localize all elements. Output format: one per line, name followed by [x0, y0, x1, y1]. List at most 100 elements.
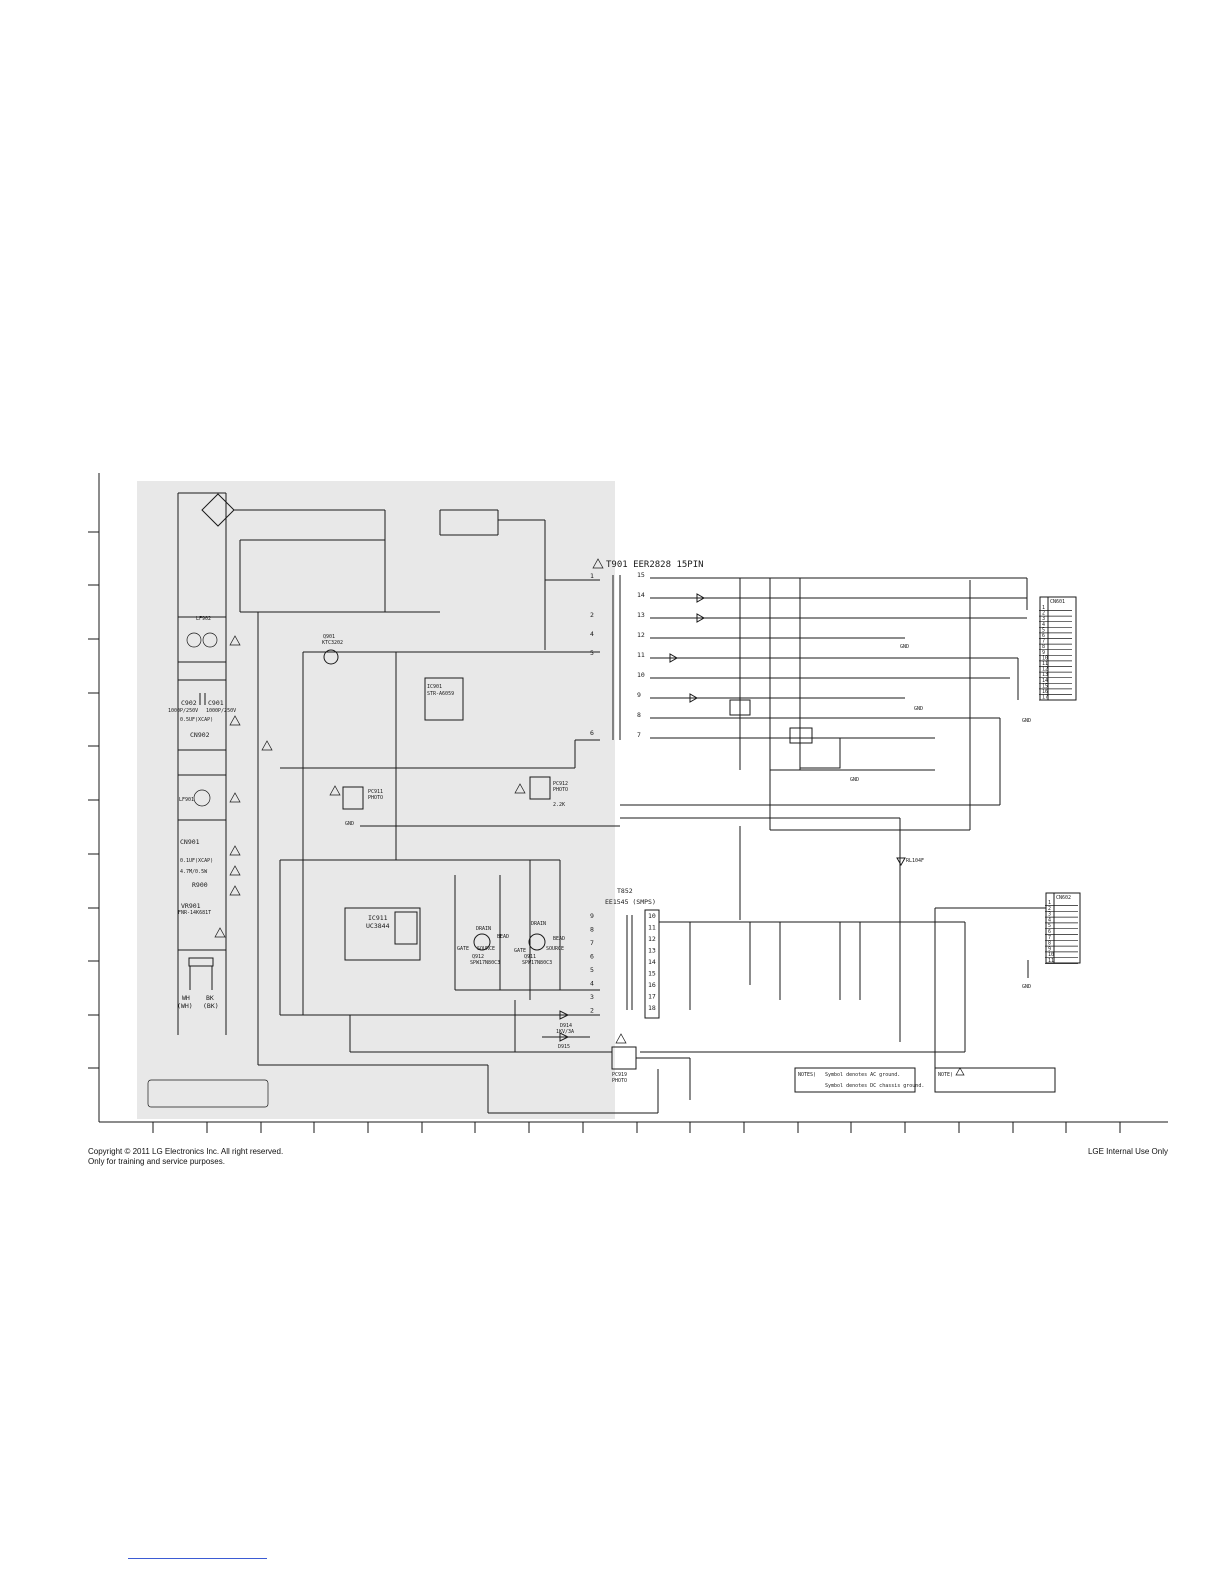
cn601-pin-5: 5 [1042, 627, 1045, 633]
ic911-ref: IC911 [368, 914, 388, 922]
cn601-pin-8: 8 [1042, 644, 1045, 650]
cn901-block [177, 819, 227, 951]
cn601-pin-1: 1 [1042, 605, 1045, 611]
cn602-pin-8: 8 [1048, 941, 1051, 947]
t852-right-pin-17: 17 [648, 993, 656, 1001]
lf902-label: LF902 [196, 616, 211, 622]
pc911-gnd: GND [345, 821, 354, 827]
pc919: PC919 PHOTO [611, 1033, 691, 1113]
t852-left-pin-8: 8 [590, 926, 594, 934]
cn601-pin-12: 12 [1042, 667, 1048, 673]
t852-right-pin-12: 12 [648, 935, 656, 943]
c901-label: C901 [208, 699, 224, 707]
sec-gnd-4: GND [1022, 718, 1031, 724]
note-ac-ground: Symbol denotes AC ground. [825, 1072, 900, 1078]
bottom-link-underline[interactable] [128, 1558, 267, 1559]
t901-pin-5: 5 [590, 649, 594, 657]
t901-pin-12: 12 [637, 631, 645, 639]
pc912-res: 2.2K [553, 802, 565, 808]
t852-right-pin-15: 15 [648, 970, 656, 978]
t852-left-pin-4: 4 [590, 980, 594, 988]
d914: D914 1KV/3A [556, 1010, 574, 1035]
safety-note-box [934, 1067, 1056, 1093]
lf901-label: LF901 [179, 797, 194, 803]
cn602-ref: CN602 [1056, 895, 1071, 901]
cn601-pin-14: 14 [1042, 678, 1048, 684]
c902-value: 1000P/250V [168, 708, 198, 714]
t901-transformer: T901 EER2828 15PIN 1 2 3 4 5 6 15 14 13 … [590, 558, 704, 740]
legend-box [147, 1079, 269, 1108]
t901-pin-14: 14 [637, 591, 645, 599]
t852-right-pin-16: 16 [648, 981, 656, 989]
q911-source: SOURCE [546, 946, 564, 952]
d915: D915 [558, 1032, 570, 1050]
t852-right-pin-11: 11 [648, 924, 656, 932]
cn602-pin-10: 10 [1048, 952, 1054, 958]
t901-pin-11: 11 [637, 651, 645, 659]
cn601-pin-15: 15 [1042, 683, 1048, 689]
sec-gnd-3: GND [850, 777, 859, 783]
t901-pin-15: 15 [637, 571, 645, 579]
wire-wh-label: WH [182, 994, 190, 1002]
cn602-pin-3: 3 [1048, 912, 1051, 918]
cn602-pin-1: 1 [1048, 900, 1051, 906]
t852-right-pin-18: 18 [648, 1004, 656, 1012]
pc919-ref: PC919 [612, 1072, 627, 1078]
cn902-label: CN902 [190, 731, 210, 739]
cn602-pin-6: 6 [1048, 929, 1051, 935]
cn601-pin-9: 9 [1042, 650, 1045, 656]
q911-bead: BEAD [553, 936, 565, 942]
cn601-pin-4: 4 [1042, 622, 1045, 628]
q901: Q901 KTC3202 [322, 634, 343, 665]
d914-ref: D914 [560, 1023, 572, 1029]
t852-left-pin-2: 2 [590, 1007, 594, 1015]
q911-drain: DRAIN [531, 921, 546, 927]
footer-internal: LGE Internal Use Only [1087, 1147, 1168, 1156]
t901-pin-2: 2 [590, 611, 594, 619]
t852-right-pins: 10 11 12 13 14 15 16 17 18 [648, 912, 656, 1012]
t852-right-pin-13: 13 [648, 947, 656, 955]
notes: NOTES) Symbol denotes AC ground. Symbol … [147, 1067, 1056, 1108]
sec-gnd-1: GND [900, 644, 909, 650]
wire-wh-color: (WH) [177, 1002, 193, 1010]
t901-pin-1: 1 [590, 572, 594, 580]
q912-drain: DRAIN [476, 926, 491, 932]
t852-right-pin-14: 14 [648, 958, 656, 966]
c901-value: 1000P/250V [206, 708, 236, 714]
cn601-pin-7: 7 [1042, 639, 1045, 645]
cn601-pin-16: 16 [1042, 689, 1048, 695]
t852-left-pin-7: 7 [590, 939, 594, 947]
footer-copyright: Copyright © 2011 LG Electronics Inc. All… [88, 1147, 283, 1167]
secondary-rails [620, 577, 1028, 1042]
q912-ref: Q912 [472, 954, 484, 960]
t852-left-pin-9: 9 [590, 912, 594, 920]
cn602-pin-4: 4 [1048, 917, 1051, 923]
primary-wiring [257, 612, 658, 1114]
t901-pin-6: 6 [590, 729, 594, 737]
pc911: PC911 PHOTO GND [329, 785, 383, 827]
cn602-pin-11: 11 [1048, 958, 1054, 964]
t901-pin-7: 7 [637, 731, 641, 739]
t901-pin-13: 13 [637, 611, 645, 619]
note-ground-title: NOTES) [798, 1072, 816, 1078]
cn601-pin-17: 17 [1042, 695, 1048, 701]
cn601-pin-6: 6 [1042, 633, 1045, 639]
cn602-pin-7: 7 [1048, 935, 1051, 941]
t852-left-pin-6: 6 [590, 953, 594, 961]
t852-type: EE1545 (SMPS) [605, 898, 656, 906]
t852-left-pin-5: 5 [590, 966, 594, 974]
wire-bk-color: (BK) [203, 1002, 219, 1010]
q912-source: SOURCE [477, 946, 495, 952]
cn901-cap: 0.1UF(XCAP) [180, 858, 213, 864]
pc911-type: PHOTO [368, 795, 383, 801]
ic901-part: STR-A6059 [427, 691, 454, 697]
drawing-frame [88, 473, 1168, 1133]
pfc-wiring [454, 860, 600, 1052]
t852-right-pin-10: 10 [648, 912, 656, 920]
t901-pin-9: 9 [637, 691, 641, 699]
cn602-pin-9: 9 [1048, 946, 1051, 952]
